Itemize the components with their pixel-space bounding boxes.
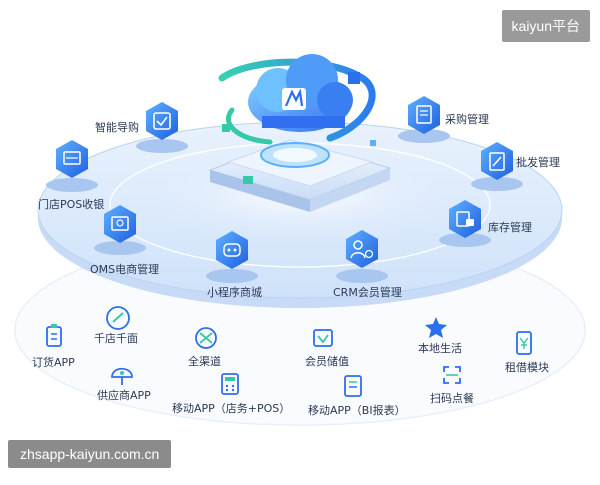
module-crm[interactable]: CRM会员管理 — [333, 230, 402, 299]
module-label: OMS电商管理 — [90, 262, 159, 276]
app-mobile-pos[interactable]: 移动APP（店务+POS） — [172, 373, 290, 415]
app-label: 千店千面 — [94, 331, 138, 345]
app-label: 会员储值 — [305, 354, 349, 368]
umbrella-icon — [111, 367, 133, 385]
cloud-logo — [248, 54, 353, 132]
app-label: 移动APP（BI报表） — [308, 403, 406, 417]
module-label: 小程序商城 — [207, 285, 262, 299]
omni-channel-icon — [195, 327, 217, 349]
tablet-check-icon — [146, 102, 178, 140]
module-inventory[interactable]: 库存管理 — [439, 200, 532, 247]
app-label: 扫码点餐 — [430, 391, 474, 405]
app-label: 租借模块 — [505, 361, 549, 374]
module-label: 智能导购 — [95, 120, 139, 134]
module-label: 采购管理 — [445, 112, 489, 126]
module-label: CRM会员管理 — [333, 285, 402, 299]
module-label: 门店POS收银 — [38, 197, 104, 211]
floating-cube-3 — [370, 140, 376, 146]
swirl-ribbon-2 — [226, 107, 273, 145]
wallet-check-icon — [313, 329, 333, 347]
screen-box-icon — [104, 205, 136, 243]
app-label: 本地生活 — [418, 341, 462, 355]
calculator-icon — [221, 373, 239, 395]
link-icon — [106, 306, 130, 330]
module-mini-program[interactable]: 小程序商城 — [206, 231, 262, 299]
inventory-lock-icon — [449, 200, 481, 238]
module-oms[interactable]: OMS电商管理 — [90, 205, 159, 276]
report-icon — [344, 375, 362, 397]
watermark-bottom-left: zhsapp-kaiyun.com.cn — [8, 440, 172, 468]
module-label: 库存管理 — [488, 220, 532, 234]
module-pos[interactable]: 门店POS收银 — [38, 140, 104, 211]
app-order[interactable]: 订货APP — [32, 324, 75, 369]
module-wholesale[interactable]: 批发管理 — [471, 142, 560, 191]
floating-cube-1 — [348, 72, 360, 84]
app-mobile-bi[interactable]: 移动APP（BI报表） — [308, 375, 406, 417]
app-supplier[interactable]: 供应商APP — [97, 367, 151, 402]
member-gear-icon — [346, 230, 378, 268]
app-omni-channel[interactable]: 全渠道 — [188, 327, 221, 368]
app-label: 订货APP — [32, 355, 75, 369]
scan-icon — [443, 366, 461, 384]
swirl-ribbon — [218, 58, 376, 142]
floating-cube-2 — [222, 124, 230, 132]
pos-terminal-icon — [56, 140, 88, 178]
mini-program-icon — [216, 231, 248, 269]
app-label: 全渠道 — [188, 354, 221, 368]
module-purchase[interactable]: 采购管理 — [398, 96, 489, 143]
module-smart-guide[interactable]: 智能导购 — [95, 102, 188, 153]
central-server-platform — [208, 139, 392, 212]
watermark-top-right: kaiyun平台 — [501, 10, 590, 42]
app-rental[interactable]: 租借模块 — [505, 331, 549, 374]
app-scan-order[interactable]: 扫码点餐 — [430, 366, 474, 405]
app-label: 移动APP（店务+POS） — [172, 401, 290, 415]
app-thousand-stores[interactable]: 千店千面 — [94, 306, 138, 345]
star-icon — [425, 317, 447, 338]
phone-yuan-icon — [516, 331, 532, 355]
app-member-stored-value[interactable]: 会员储值 — [305, 329, 349, 368]
app-label: 供应商APP — [97, 388, 151, 402]
module-label: 批发管理 — [516, 155, 560, 169]
app-local-life[interactable]: 本地生活 — [418, 317, 462, 355]
clipboard-icon — [46, 324, 62, 347]
